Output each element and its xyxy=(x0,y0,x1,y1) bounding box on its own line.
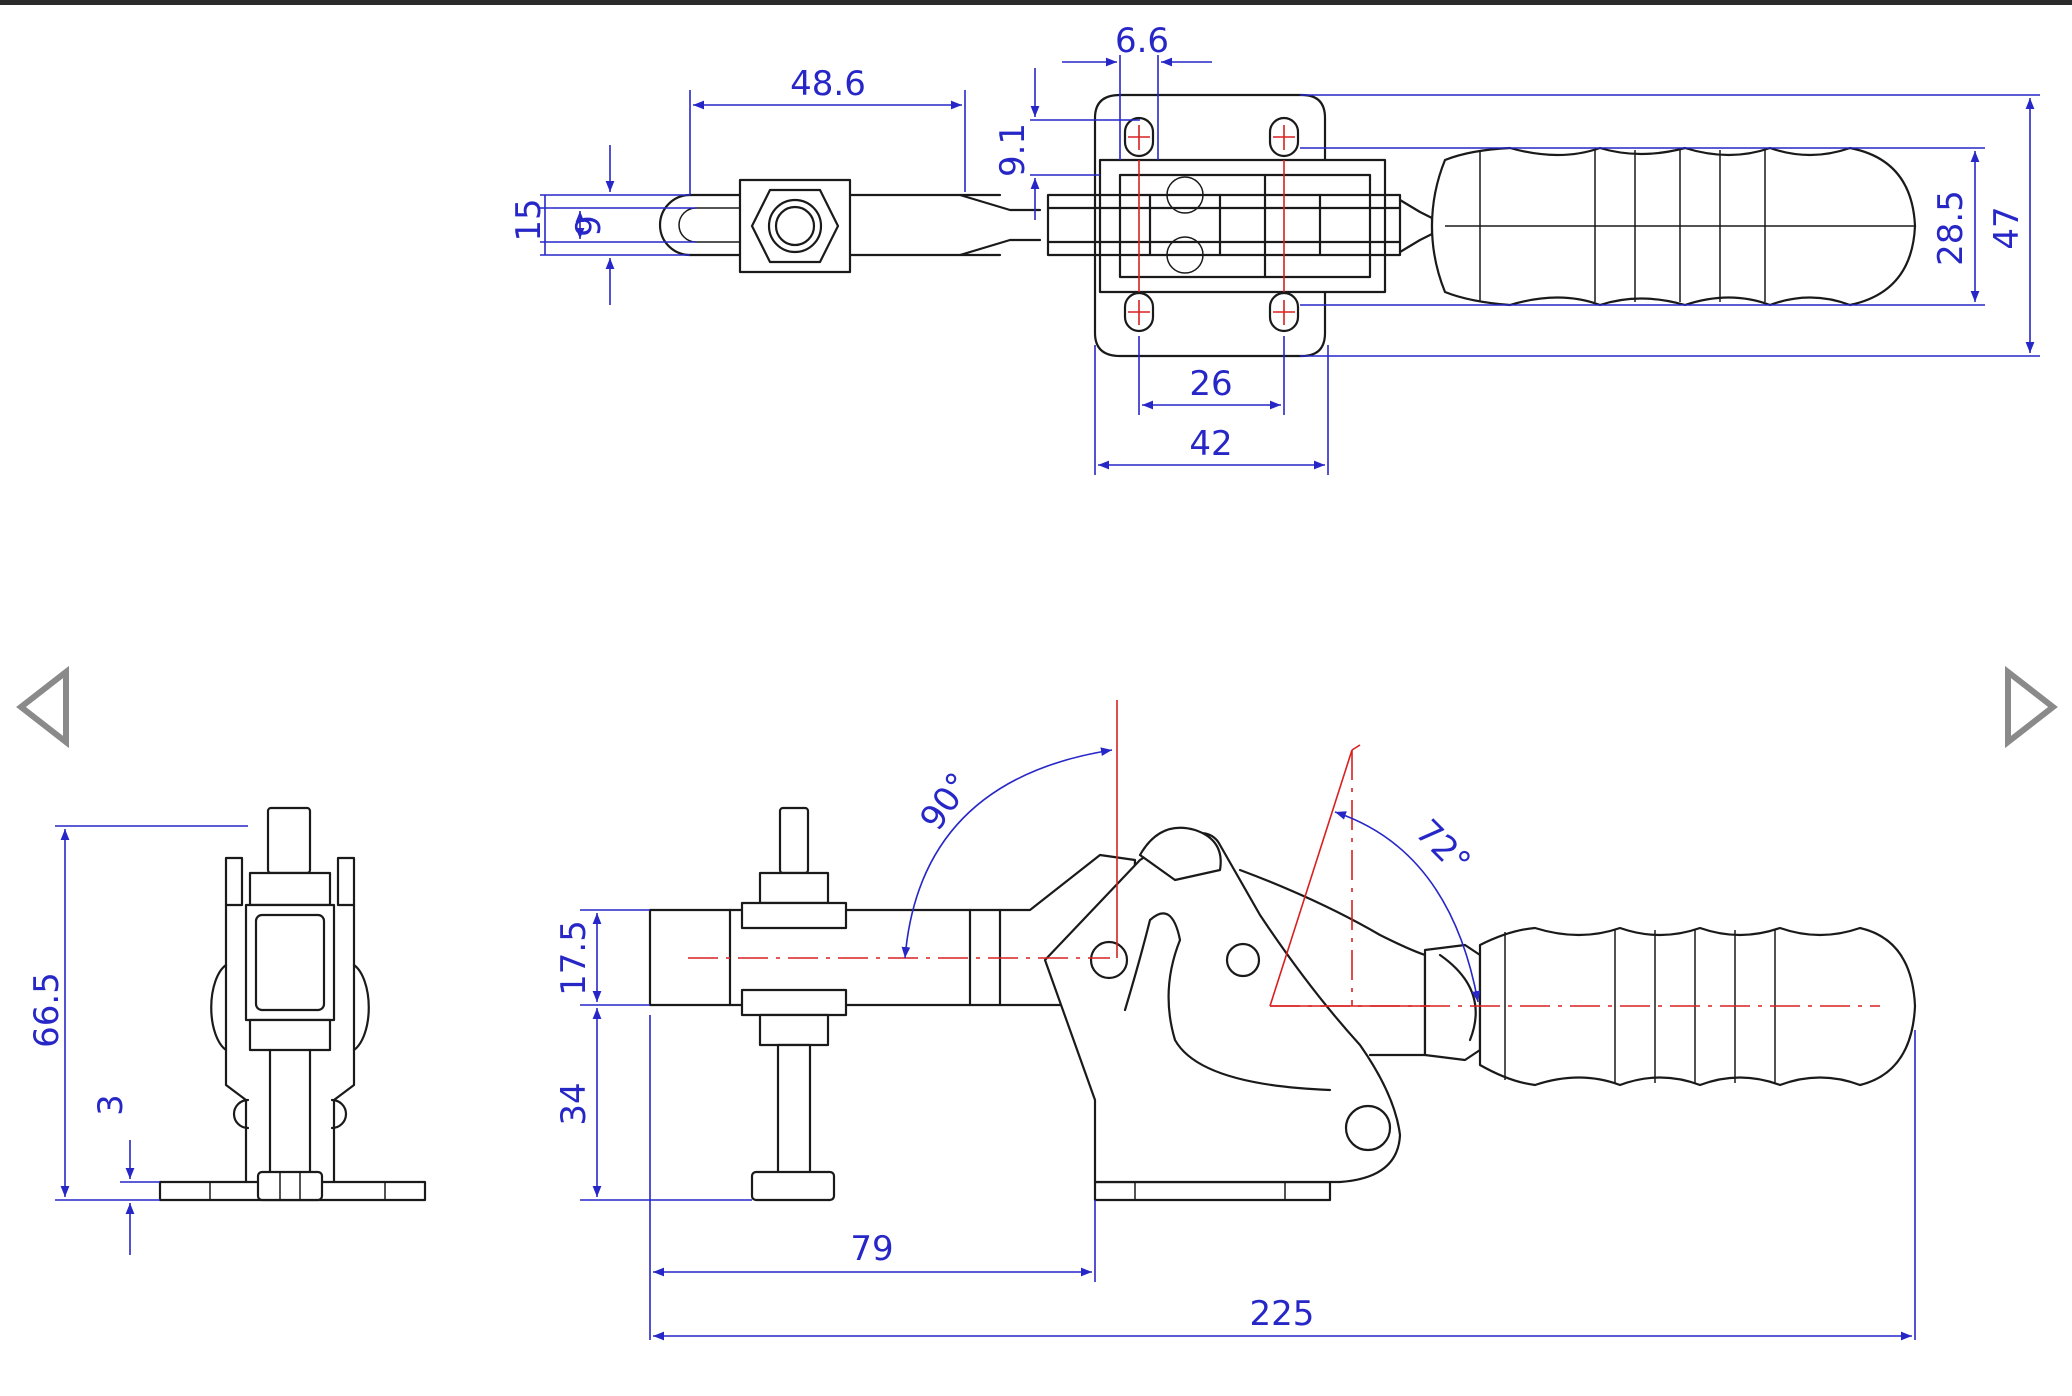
angle-72: 72° xyxy=(1407,812,1478,883)
dim-66-5: 66.5 xyxy=(27,972,67,1048)
end-view xyxy=(158,806,427,1202)
triangle-left-outline-icon xyxy=(16,665,69,749)
dim-48-6: 48.6 xyxy=(790,64,866,104)
dim-42: 42 xyxy=(1189,424,1232,464)
end-view-dimensions: 66.5 3 xyxy=(27,825,248,1255)
top-border xyxy=(0,0,2072,5)
next-arrow-button[interactable] xyxy=(1995,655,2065,755)
dim-28-5: 28.5 xyxy=(1931,190,1971,266)
dim-3: 3 xyxy=(91,1094,131,1116)
dim-6-6: 6.6 xyxy=(1115,21,1169,61)
angle-90: 90° xyxy=(912,766,979,838)
dim-79: 79 xyxy=(850,1229,893,1269)
prev-arrow-button[interactable] xyxy=(10,655,80,755)
triangle-right-outline-icon xyxy=(2005,665,2058,749)
top-view-dimensions: 48.6 6.6 9.1 15 9 28.5 47 26 42 xyxy=(509,21,2040,475)
dim-9: 9 xyxy=(569,215,609,237)
dim-17-5: 17.5 xyxy=(554,920,594,996)
side-view xyxy=(648,700,1917,1202)
dim-9-1: 9.1 xyxy=(993,123,1033,177)
dim-225: 225 xyxy=(1250,1294,1315,1334)
dim-26: 26 xyxy=(1189,364,1232,404)
dim-47: 47 xyxy=(1987,206,2027,249)
dim-34: 34 xyxy=(554,1082,594,1125)
dim-15: 15 xyxy=(509,198,549,241)
top-view xyxy=(658,93,1917,358)
